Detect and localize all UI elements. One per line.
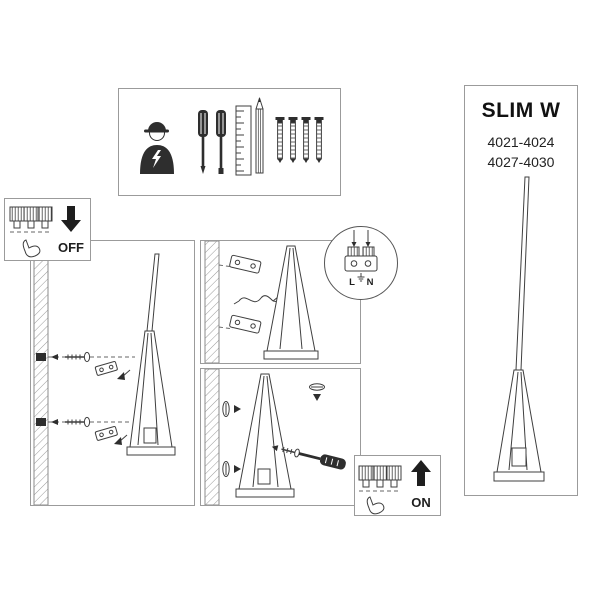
wall-anchor-hole: [36, 418, 46, 426]
wall-anchor-hole: [36, 353, 46, 361]
hand-press-icon: [22, 239, 41, 258]
screw-head-top: [309, 383, 325, 401]
circuit-breaker-icon: [9, 206, 53, 233]
lamp-side-view: [126, 253, 176, 456]
tools-drawing: [140, 97, 324, 176]
power-off-drawing: OFF: [9, 206, 84, 258]
wall-anchor-icon: [275, 116, 324, 164]
fixing-drawing: [204, 369, 346, 505]
power-on-drawing: ON: [358, 460, 431, 515]
direction-arrow-icon: [117, 369, 131, 380]
wall-mounting-drawing: [33, 241, 176, 505]
wall-surface: [33, 241, 49, 505]
step-fixing-panel: [200, 368, 361, 506]
mounting-bracket: [229, 314, 262, 334]
mounting-screw: [51, 351, 91, 363]
mounting-bracket: [94, 426, 118, 441]
power-on-step: ON: [354, 455, 441, 516]
off-label: OFF: [58, 240, 84, 255]
phillips-screwdriver-icon: [198, 110, 208, 174]
wiring-detail-callout: L N: [323, 225, 399, 301]
flat-screwdriver-icon: [216, 110, 226, 174]
tools-panel: [118, 88, 341, 196]
direction-arrow-icon: [114, 434, 128, 445]
mounting-bracket: [94, 361, 118, 376]
model-range-top: 4021-4024: [487, 134, 555, 150]
wall-surface: [204, 369, 220, 505]
power-cable: [233, 295, 280, 305]
electrician-icon: [140, 122, 174, 174]
wall-surface: [204, 241, 220, 363]
mounting-screw: [51, 416, 91, 428]
screw-head-side: [222, 461, 241, 477]
arrow-down-icon: [61, 206, 81, 232]
lamp-product-drawing: [493, 176, 545, 482]
earth-icon: [357, 273, 365, 282]
brackets-drawing: [204, 241, 319, 363]
lamp-back-view: [263, 245, 319, 360]
terminal-block-icon: L N: [344, 230, 378, 288]
terminal-drawing: L N: [324, 226, 398, 300]
product-panel: SLIM W 4021-4024 4027-4030: [464, 85, 578, 496]
mounting-bracket: [229, 254, 262, 274]
ruler-icon: [235, 105, 252, 176]
lamp-side-view: [235, 373, 295, 498]
on-label: ON: [411, 495, 431, 510]
power-off-step: OFF: [4, 198, 91, 261]
alignment-guide: [218, 264, 234, 268]
alignment-guide: [218, 326, 234, 330]
arrow-up-icon: [411, 460, 431, 486]
hand-press-icon: [366, 496, 385, 515]
product-title: SLIM W: [481, 99, 561, 122]
step-wall-mounting-panel: [30, 240, 195, 506]
pencil-icon: [255, 97, 264, 174]
circuit-breaker-icon: [358, 465, 402, 492]
screwdriver: [271, 445, 346, 470]
screw-head-side: [222, 401, 241, 417]
terminal-l-label: L: [349, 277, 355, 288]
terminal-n-label: N: [367, 277, 374, 288]
model-range-bottom: 4027-4030: [487, 154, 555, 170]
